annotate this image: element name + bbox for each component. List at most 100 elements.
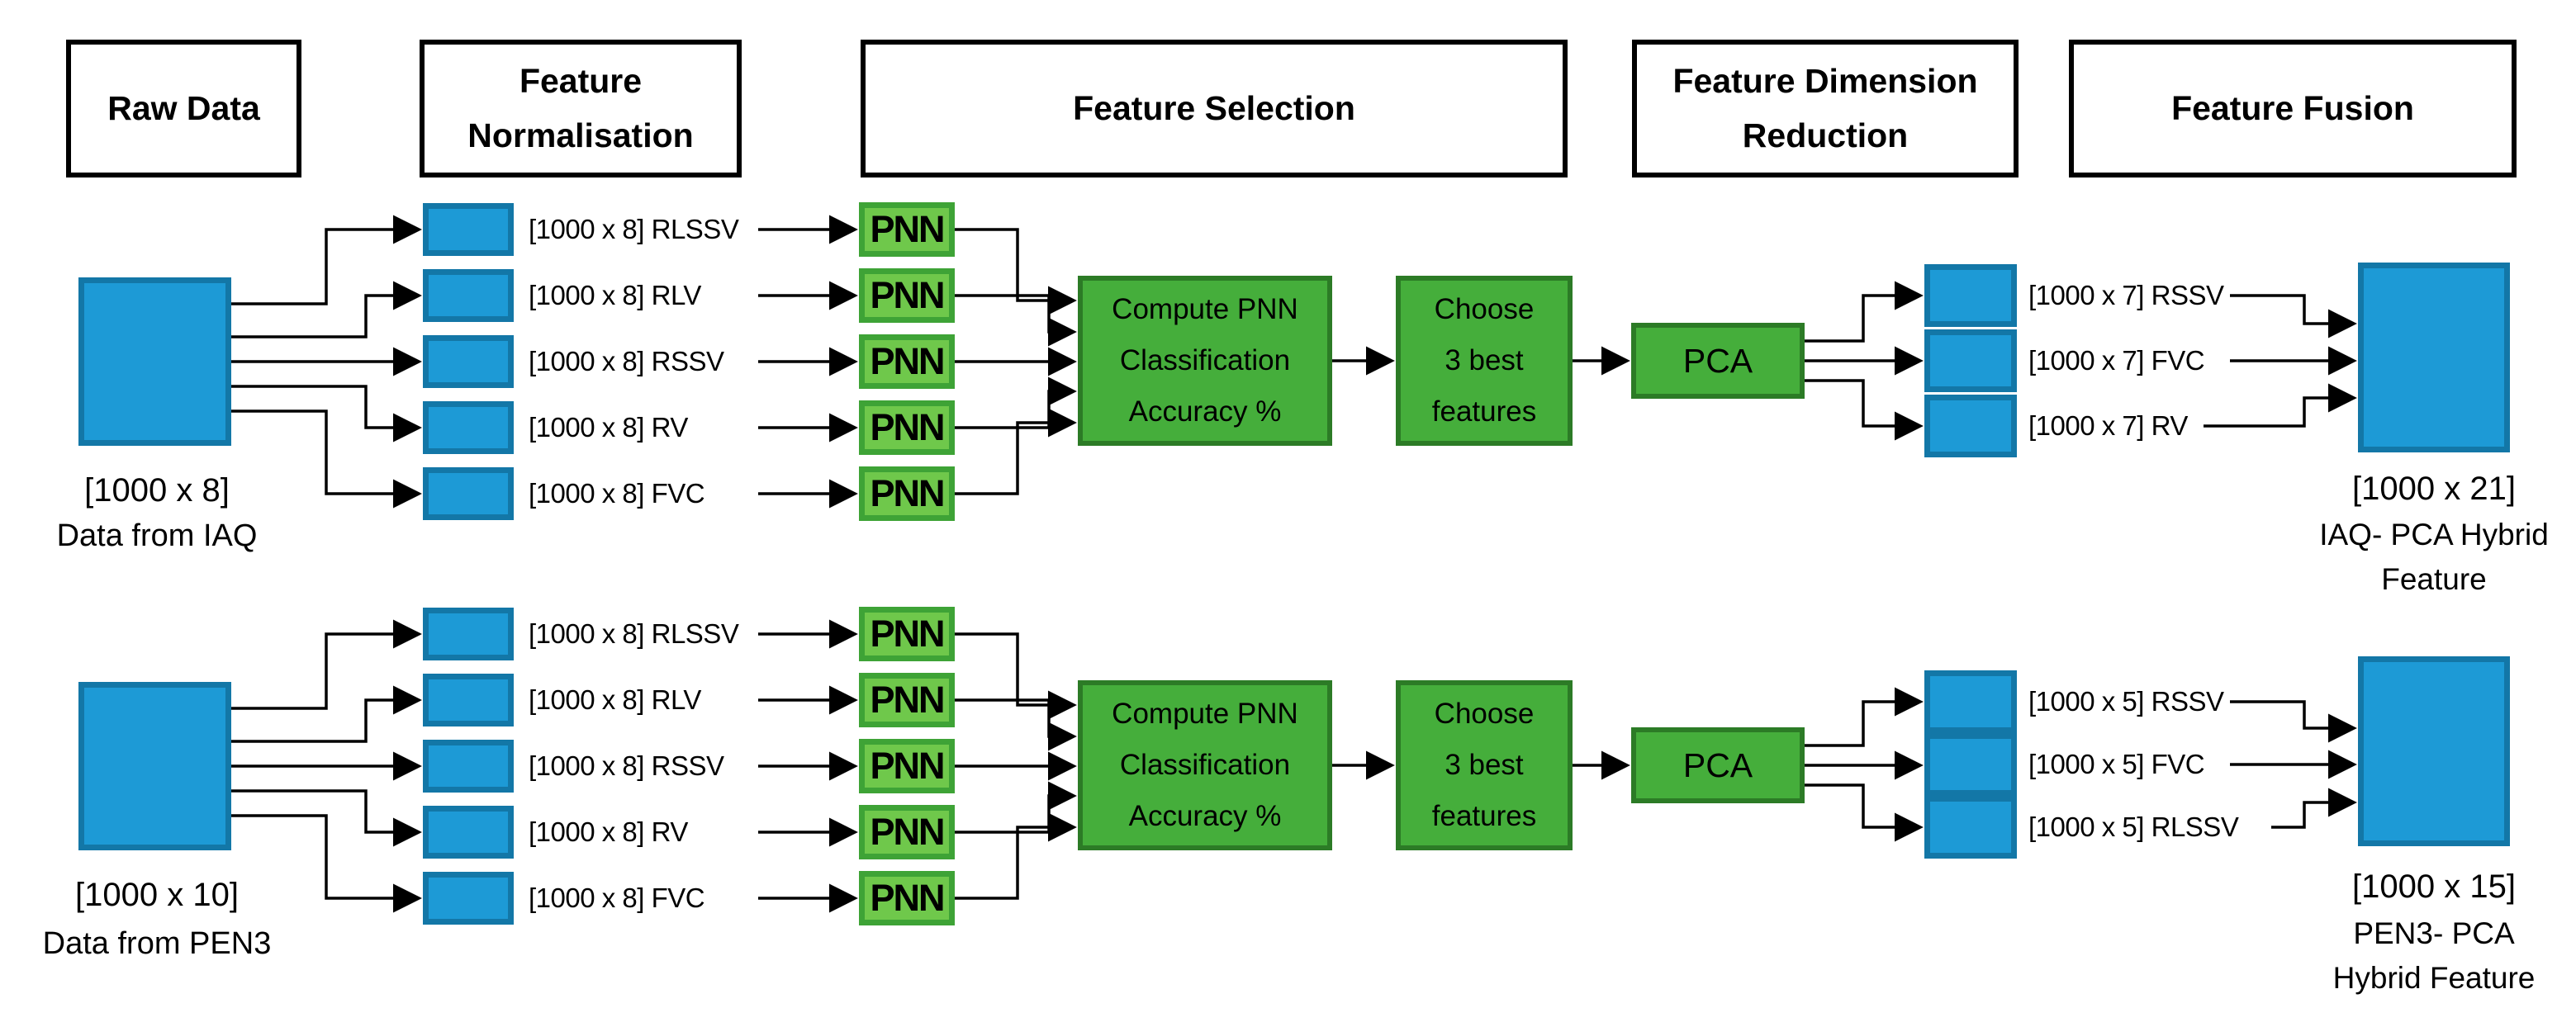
source-box-pen3 — [78, 682, 231, 850]
source-name-iaq: Data from IAQ — [56, 518, 258, 553]
selected-feature-box — [1924, 329, 2017, 392]
selected-feature-box — [1924, 670, 2017, 733]
compute-line: Classification — [1119, 748, 1291, 781]
feature-box — [423, 203, 514, 256]
choose-line: Choose — [1434, 697, 1535, 730]
header-feature-normalisation: Feature Normalisation — [420, 40, 742, 177]
feature-label: [1000 x 8] RV — [529, 816, 688, 847]
header-label: Feature Selection — [1073, 88, 1355, 127]
source-dims-iaq: [1000 x 8] — [84, 472, 230, 509]
choose-line: 3 best — [1445, 748, 1524, 781]
wire-p0-s2-fusion — [2204, 383, 2357, 428]
pca-label: PCA — [1682, 341, 1753, 380]
header-feature-fusion: Feature Fusion — [2069, 40, 2517, 177]
feature-label: [1000 x 8] RLV — [529, 280, 701, 310]
fusion-label-iaq: Feature — [2381, 562, 2487, 596]
pca-box: PCA — [1631, 323, 1805, 399]
feature-box — [423, 467, 514, 520]
feature-label: [1000 x 8] FVC — [529, 883, 705, 913]
pca-label: PCA — [1682, 745, 1753, 784]
choose-line: 3 best — [1445, 343, 1524, 376]
wire-p0-src-f3 — [231, 385, 422, 443]
wire-p1-src-f0 — [231, 619, 422, 710]
compute-pnn-box: Compute PNN Classification Accuracy % — [1078, 276, 1332, 446]
selected-feature-box — [1924, 264, 2017, 327]
wire-p0-src-f1 — [231, 281, 422, 338]
wire-p0-pca-s0 — [1805, 281, 1924, 343]
header-label: Normalisation — [467, 116, 694, 154]
feature-label: [1000 x 8] RLSSV — [529, 214, 739, 244]
wire-p1-src-f3 — [231, 789, 422, 847]
feature-box — [423, 608, 514, 660]
compute-line: Accuracy % — [1128, 395, 1282, 428]
selected-feature-label: [1000 x 5] RLSSV — [2028, 812, 2239, 842]
pnn-box: PNN — [859, 871, 955, 925]
selected-feature-box — [1924, 796, 2017, 859]
header-label: Feature Dimension — [1672, 61, 1978, 100]
selected-feature-label: [1000 x 5] FVC — [2028, 749, 2205, 779]
selected-feature-label: [1000 x 5] RSSV — [2028, 686, 2224, 717]
wire-p0-pca-s2 — [1805, 379, 1924, 441]
header-label: Feature Fusion — [2171, 88, 2414, 127]
fusion-dims-iaq: [1000 x 21] — [2352, 471, 2516, 507]
selected-feature-box — [1924, 733, 2017, 796]
pnn-box: PNN — [859, 202, 955, 257]
choose-best-box: Choose 3 best features — [1396, 276, 1573, 446]
header-feature-selection: Feature Selection — [861, 40, 1568, 177]
wire-p1-pca-s0 — [1805, 687, 1924, 747]
source-dims-pen3: [1000 x 10] — [75, 877, 239, 913]
fusion-box-pen3 — [2358, 656, 2510, 846]
feature-label: [1000 x 8] RLV — [529, 684, 701, 715]
choose-line: features — [1431, 800, 1537, 833]
pnn-box: PNN — [859, 334, 955, 389]
header-label: Raw Data — [107, 88, 260, 127]
pnn-box: PNN — [859, 400, 955, 455]
compute-line: Accuracy % — [1128, 800, 1282, 833]
feature-box — [423, 740, 514, 793]
wire-p0-pnn1-compute — [955, 294, 1077, 347]
pnn-box: PNN — [859, 268, 955, 323]
feature-label: [1000 x 8] RSSV — [529, 346, 724, 376]
fusion-box-iaq — [2358, 263, 2510, 452]
selected-feature-label: [1000 x 7] RV — [2028, 410, 2188, 441]
selected-feature-label: [1000 x 7] FVC — [2028, 345, 2205, 376]
selected-feature-label: [1000 x 7] RSSV — [2028, 280, 2224, 310]
feature-box — [423, 674, 514, 726]
source-box-iaq — [78, 277, 231, 446]
wire-p0-pnn4-compute — [955, 408, 1077, 495]
wire-p1-pnn4-compute — [955, 812, 1077, 900]
fusion-label-pen3: PEN3- PCA — [2353, 916, 2515, 950]
feature-box — [423, 872, 514, 925]
wire-p1-pnn0-compute — [955, 632, 1077, 720]
compute-line: Compute PNN — [1112, 292, 1298, 325]
feature-box — [423, 401, 514, 454]
header-label: Feature — [519, 61, 643, 100]
fusion-dims-pen3: [1000 x 15] — [2352, 868, 2516, 905]
feature-box — [423, 806, 514, 859]
feature-label: [1000 x 8] RSSV — [529, 750, 724, 781]
wire-p0-s0-fusion — [2230, 294, 2357, 338]
feature-label: [1000 x 8] RLSSV — [529, 618, 739, 649]
header-raw-data: Raw Data — [66, 40, 301, 177]
fusion-label-pen3: Hybrid Feature — [2332, 961, 2536, 995]
fusion-label-iaq: IAQ- PCA Hybrid — [2319, 518, 2549, 551]
wire-p1-s2-fusion — [2271, 788, 2357, 829]
choose-line: features — [1431, 395, 1537, 428]
pca-box: PCA — [1631, 727, 1805, 803]
wire-p1-pnn1-compute — [955, 698, 1077, 751]
pnn-box: PNN — [859, 607, 955, 661]
header-feature-dimension-reduction: Feature Dimension Reduction — [1632, 40, 2019, 177]
compute-pnn-box: Compute PNN Classification Accuracy % — [1078, 680, 1332, 850]
feature-label: [1000 x 8] RV — [529, 412, 688, 443]
compute-line: Compute PNN — [1112, 697, 1298, 730]
pnn-box: PNN — [859, 805, 955, 859]
selected-feature-box — [1924, 395, 2017, 457]
wire-p1-src-f4 — [231, 814, 422, 913]
wire-p0-src-f0 — [231, 215, 422, 305]
wire-p0-pnn0-compute — [955, 228, 1077, 315]
wire-p1-s0-fusion — [2230, 700, 2357, 743]
pnn-box: PNN — [859, 739, 955, 793]
header-label: Reduction — [1742, 116, 1909, 154]
